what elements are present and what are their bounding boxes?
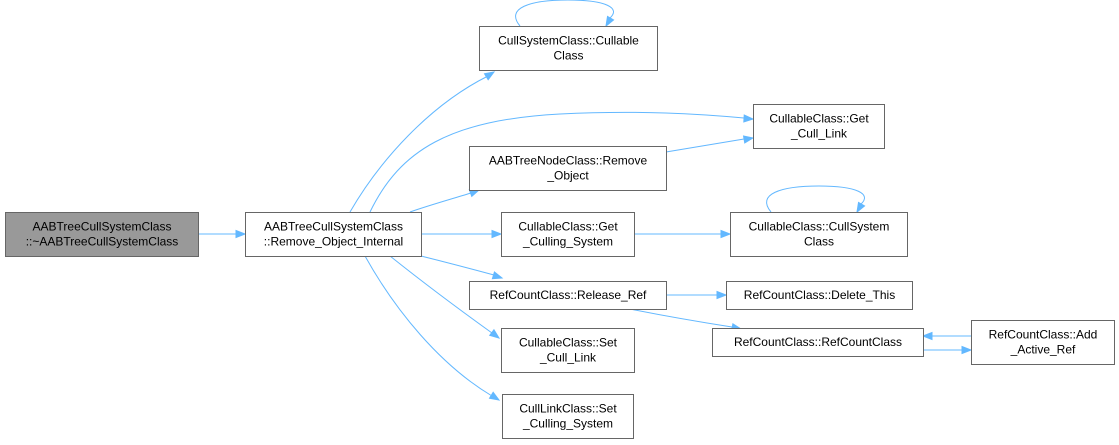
arrowhead-icon	[720, 229, 732, 239]
edge-n1-n9	[389, 255, 501, 339]
graph-node-n5[interactable]: CullableClass::Get_Culling_System	[501, 212, 635, 257]
edge-line	[629, 308, 733, 328]
node-box	[245, 212, 422, 257]
edge-line	[349, 75, 489, 213]
node-box	[479, 26, 658, 71]
graph-node-n9[interactable]: CullableClass::Set_Cull_Link	[501, 328, 635, 373]
nodes-layer: AABTreeCullSystemClass::~AABTreeCullSyst…	[5, 26, 1115, 439]
arrowhead-icon	[605, 15, 615, 28]
edge-line	[409, 192, 472, 213]
node-label-line: _Cull_Link	[539, 351, 597, 365]
node-label-line: _Cull_Link	[790, 127, 848, 141]
node-label-line: CullSystemClass::Cullable	[498, 34, 639, 48]
edge-n10-n11	[923, 345, 973, 355]
node-label-line: ::Remove_Object_Internal	[264, 235, 403, 249]
graph-node-n6[interactable]: CullableClass::CullSystemClass	[730, 212, 908, 257]
node-label-line: RefCountClass::RefCountClass	[734, 335, 902, 349]
edge-n4-n3	[665, 135, 755, 153]
node-label-line: ::~AABTreeCullSystemClass	[26, 235, 179, 249]
graph-node-n12[interactable]: CullLinkClass::Set_Culling_System	[502, 394, 634, 439]
node-box	[730, 212, 908, 257]
graph-node-n10[interactable]: RefCountClass::RefCountClass	[712, 328, 924, 357]
edge-n11-n10	[921, 331, 971, 341]
node-box	[502, 394, 634, 439]
edge-line	[515, 0, 614, 27]
graph-node-n4[interactable]: AABTreeNodeClass::Remove_Object	[469, 146, 667, 191]
edges-layer	[198, 0, 973, 401]
edge-line	[389, 255, 493, 334]
node-label-line: CullableClass::CullSystem	[749, 220, 890, 234]
arrowhead-icon	[491, 271, 504, 280]
edge-line	[420, 255, 495, 276]
node-box	[469, 281, 667, 310]
arrowhead-icon	[235, 229, 247, 239]
node-box	[753, 104, 885, 149]
node-label-line: CullableClass::Get	[769, 112, 869, 126]
edge-n7-n10	[629, 308, 743, 332]
node-label-line: Class	[553, 49, 583, 63]
node-label-line: _Active_Ref	[1010, 343, 1076, 357]
edge-n1-n2	[349, 71, 496, 213]
arrowhead-icon	[856, 201, 866, 214]
edge-n7-n8	[666, 290, 728, 300]
node-box	[971, 320, 1115, 365]
edge-n1-n3	[369, 111, 755, 213]
arrowhead-icon	[488, 391, 501, 401]
edge-line	[665, 138, 745, 153]
arrowhead-icon	[483, 71, 496, 81]
graph-node-n11[interactable]: RefCountClass::Add_Active_Ref	[971, 320, 1115, 365]
node-label-line: CullLinkClass::Set	[519, 402, 617, 416]
arrowhead-icon	[961, 345, 973, 355]
node-label-line: RefCountClass::Add	[989, 328, 1098, 342]
edge-n1-n4	[409, 189, 481, 213]
node-label-line: _Object	[546, 169, 589, 183]
node-label-line: RefCountClass::Delete_This	[744, 288, 895, 302]
edge-n1-n7	[420, 255, 504, 280]
node-box	[501, 212, 635, 257]
node-box	[712, 328, 924, 357]
node-label-line: AABTreeCullSystemClass	[33, 220, 172, 234]
node-label-line: CullableClass::Get	[518, 220, 618, 234]
edge-n2-n2	[515, 0, 615, 28]
node-label-line: AABTreeCullSystemClass	[264, 220, 403, 234]
node-label-line: CullableClass::Set	[519, 336, 618, 350]
edge-n0-n1	[198, 229, 247, 239]
graph-node-n0: AABTreeCullSystemClass::~AABTreeCullSyst…	[5, 212, 199, 257]
graph-node-n8[interactable]: RefCountClass::Delete_This	[726, 281, 913, 310]
edge-n1-n12	[364, 255, 501, 401]
edge-line	[369, 111, 745, 213]
node-label-line: _Culling_System	[522, 235, 613, 249]
arrowhead-icon	[491, 229, 503, 239]
edge-line	[364, 255, 493, 397]
node-box	[469, 146, 667, 191]
graph-node-n3[interactable]: CullableClass::Get_Cull_Link	[753, 104, 885, 149]
arrowhead-icon	[716, 290, 728, 300]
node-box	[726, 281, 913, 310]
graph-node-n7[interactable]: RefCountClass::Release_Ref	[469, 281, 667, 310]
arrowhead-icon	[743, 114, 755, 123]
edge-n1-n5	[421, 229, 503, 239]
edge-n6-n6	[766, 185, 866, 214]
arrowhead-icon	[921, 331, 933, 341]
node-label-line: _Culling_System	[522, 417, 613, 431]
node-label-line: RefCountClass::Release_Ref	[490, 288, 647, 302]
arrowhead-icon	[488, 328, 501, 339]
graph-node-n2[interactable]: CullSystemClass::CullableClass	[479, 26, 658, 71]
graph-node-n1[interactable]: AABTreeCullSystemClass::Remove_Object_In…	[245, 212, 422, 257]
node-label-line: AABTreeNodeClass::Remove	[489, 154, 648, 168]
node-box	[5, 212, 199, 257]
node-label-line: Class	[804, 235, 834, 249]
edge-line	[766, 185, 865, 213]
edge-n5-n6	[634, 229, 732, 239]
arrowhead-icon	[742, 135, 755, 144]
node-box	[501, 328, 635, 373]
